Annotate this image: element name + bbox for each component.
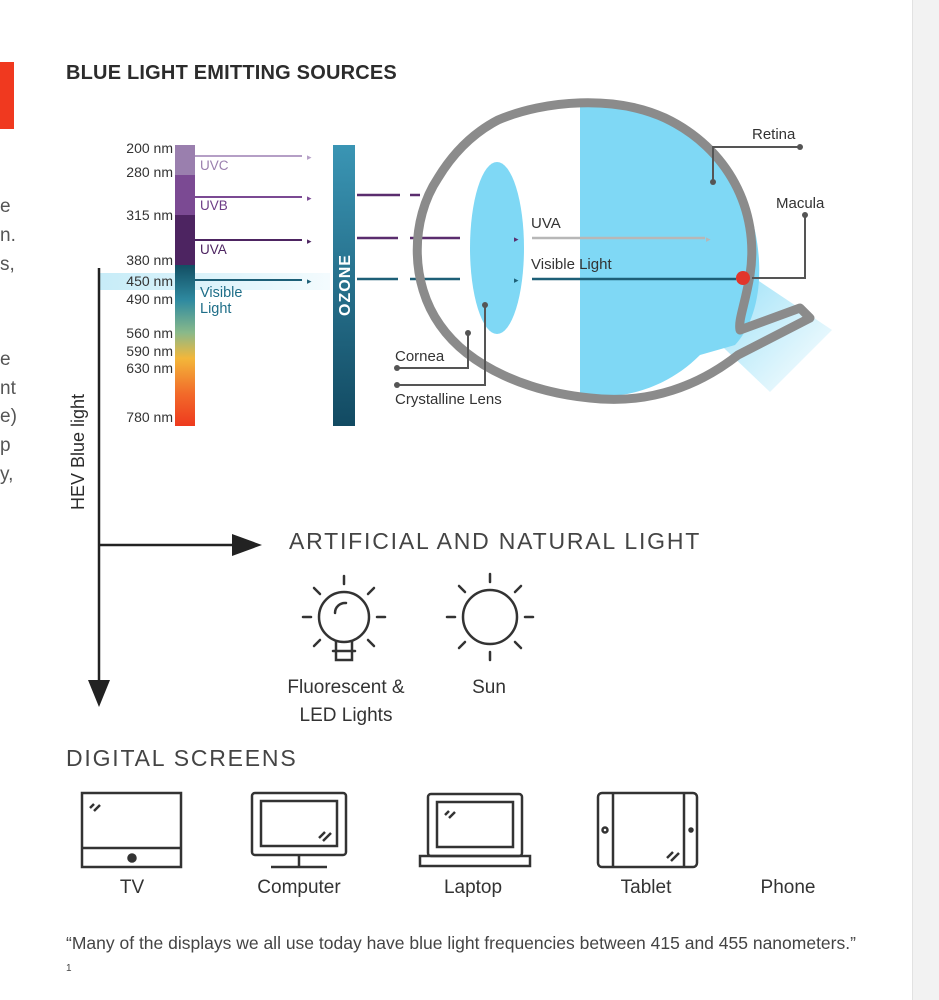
lens-label: Crystalline Lens: [395, 391, 502, 408]
digital-screens-heading: DIGITAL SCREENS: [66, 745, 297, 772]
ray-arrowhead: ▸: [514, 275, 519, 285]
sun-icon: [447, 574, 533, 660]
ray-arrowhead: ▸: [307, 193, 312, 203]
ray-arrowhead: ▸: [706, 234, 711, 244]
uva-band: [175, 215, 195, 265]
ray-arrowhead: ▸: [307, 236, 312, 246]
nm-label: 560 nm: [126, 325, 173, 341]
macula-leader-line: [752, 215, 805, 278]
uvb-band: [175, 175, 195, 215]
visible-band: [175, 265, 195, 426]
visible-label: Light: [200, 301, 231, 317]
nm-label: 490 nm: [126, 291, 173, 307]
callout-dot: [394, 365, 400, 371]
ray-arrowhead: ▸: [307, 276, 312, 286]
tablet-label: Tablet: [576, 877, 716, 899]
down-arrow-icon: [88, 680, 110, 707]
callout-dot: [797, 144, 803, 150]
hev-blue-light-label: HEV Blue light: [68, 394, 88, 510]
quote-text: “Many of the displays we all use today h…: [66, 930, 856, 985]
quote-body: “Many of the displays we all use today h…: [66, 933, 856, 953]
visible-light-eye-label: Visible Light: [531, 256, 612, 273]
lens-leader-line: [397, 305, 485, 385]
nm-label: 315 nm: [126, 207, 173, 223]
macula-dot: [736, 271, 750, 285]
tablet-icon: [598, 793, 697, 867]
nm-label: 450 nm: [126, 273, 173, 289]
uvc-band: [175, 145, 195, 175]
callout-dot: [465, 330, 471, 336]
callout-dot: [394, 382, 400, 388]
laptop-icon: [420, 794, 530, 866]
tv-label: TV: [62, 877, 202, 899]
cornea-label: Cornea: [395, 348, 445, 365]
fluorescent-led-label: LED Lights: [276, 705, 416, 727]
nm-label: 280 nm: [126, 164, 173, 180]
computer-icon: [252, 793, 346, 867]
nm-label: 380 nm: [126, 252, 173, 268]
crystalline-lens: [470, 162, 524, 334]
eye-illustration: [417, 100, 832, 400]
tv-icon: [82, 793, 181, 867]
ozone-label: OZONE: [337, 254, 354, 316]
macula-label: Macula: [776, 195, 825, 212]
light-bulb-icon: [303, 576, 385, 660]
footnote-marker: 1: [66, 963, 72, 974]
callout-dot: [710, 179, 716, 185]
phone-label: Phone: [718, 877, 858, 899]
callout-dot: [482, 302, 488, 308]
laptop-label: Laptop: [403, 877, 543, 899]
ray-arrowhead: ▸: [514, 234, 519, 244]
fluorescent-led-label: Fluorescent &: [276, 677, 416, 699]
sun-label: Sun: [419, 677, 559, 699]
uva-eye-label: UVA: [531, 215, 561, 232]
artificial-light-heading: ARTIFICIAL AND NATURAL LIGHT: [289, 528, 701, 555]
uva-label: UVA: [200, 242, 227, 257]
nm-label: 780 nm: [126, 409, 173, 425]
right-arrow-icon: [232, 534, 262, 556]
ray-arrowhead: ▸: [307, 152, 312, 162]
nm-label: 590 nm: [126, 343, 173, 359]
nm-label: 200 nm: [126, 140, 173, 156]
visible-label: Visible: [200, 285, 242, 301]
nm-label: 630 nm: [126, 360, 173, 376]
callout-dot: [802, 212, 808, 218]
uvb-label: UVB: [200, 198, 228, 213]
retina-label: Retina: [752, 126, 796, 143]
uvc-label: UVC: [200, 158, 229, 173]
computer-label: Computer: [229, 877, 369, 899]
